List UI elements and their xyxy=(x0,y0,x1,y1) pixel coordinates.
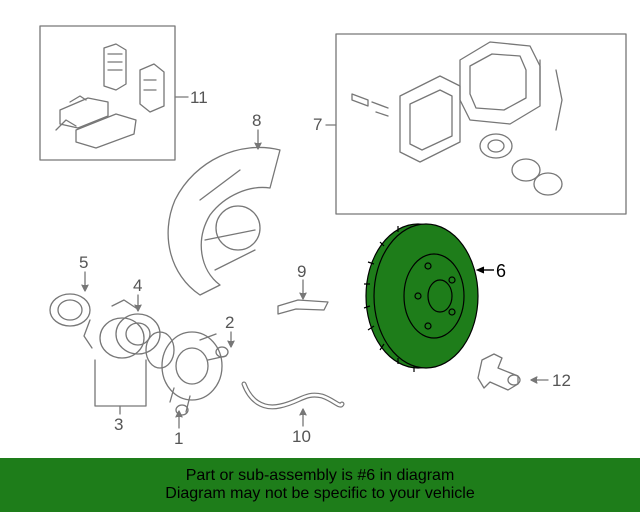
brake-pads-icon xyxy=(55,43,165,149)
dust-shield-icon xyxy=(167,146,281,296)
caliper-icon xyxy=(351,41,563,196)
brake-rotor-icon xyxy=(363,223,479,372)
notice-banner: Part or sub-assembly is #6 in diagram Di… xyxy=(0,458,640,512)
notice-line-1: Part or sub-assembly is #6 in diagram xyxy=(185,467,455,484)
callout-1: 1 xyxy=(174,429,184,448)
callout-2: 2 xyxy=(225,313,235,332)
callout-6: 6 xyxy=(496,261,507,281)
callout-8: 8 xyxy=(252,111,262,130)
callout-3: 3 xyxy=(114,415,124,434)
hub-nut-icon xyxy=(49,293,91,327)
brake-pad-box xyxy=(39,25,176,161)
parts-diagram xyxy=(39,25,627,429)
callout-7: 7 xyxy=(313,115,323,134)
callout-12: 12 xyxy=(552,371,571,390)
callout-9: 9 xyxy=(297,262,307,281)
hub-flange-icon xyxy=(145,331,229,416)
abs-sensor-icon xyxy=(477,353,521,391)
callout-5: 5 xyxy=(79,253,89,272)
callout-11: 11 xyxy=(190,88,208,107)
notice-line-2: Diagram may not be specific to your vehi… xyxy=(165,485,475,502)
callout-4: 4 xyxy=(133,276,143,295)
callout-10: 10 xyxy=(292,427,311,446)
bearing-icon xyxy=(83,299,161,359)
caliper-box xyxy=(335,33,627,215)
clip-icon xyxy=(277,299,329,315)
